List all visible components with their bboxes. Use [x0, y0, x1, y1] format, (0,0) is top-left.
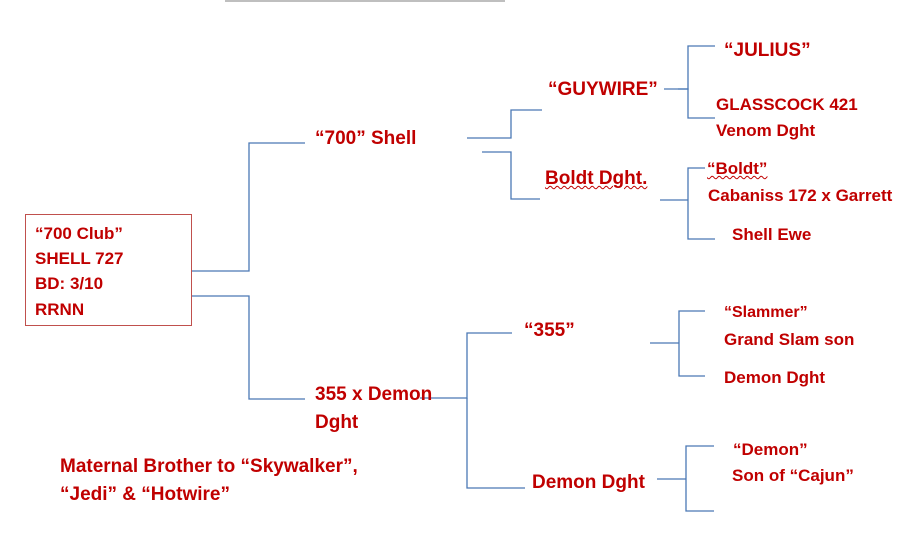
maternal-grandsire-label: “355” [524, 320, 575, 341]
root-name: “700 Club” [35, 224, 123, 243]
connector-demon-sire [685, 445, 714, 479]
great-granddam-line-1: GLASSCOCK 421 [716, 95, 858, 114]
boldt-sire-name: “Boldt” [707, 159, 768, 178]
connector-dam-355 [420, 332, 512, 399]
paternal-grandsire-label: “GUYWIRE” [548, 79, 658, 100]
demon-line-1: “Demon” [733, 440, 808, 459]
root-animal-box: “700 Club” SHELL 727 BD: 3/10 RRNN [25, 214, 192, 326]
paternal-granddam-text: Boldt Dght. [545, 168, 648, 189]
maternal-grandsire-dam-label: Demon Dght [724, 368, 826, 387]
boldt-sire-line-2: Cabaniss 172 x Garrett [708, 186, 893, 205]
boldt-dam-label: Shell Ewe [732, 225, 812, 244]
connector-guywire-julius [664, 45, 715, 90]
slammer-line-1: “Slammer” [724, 304, 808, 321]
dam-label-line-2: Dght [315, 412, 359, 433]
paternal-granddam-label: Boldt Dght. [545, 168, 647, 190]
great-granddam-line-2: Venom Dght [716, 121, 816, 140]
connector-355-sire [678, 310, 705, 343]
connector-boldt-sire [687, 167, 705, 200]
great-grandsire-julius: “JULIUS” [724, 40, 811, 61]
connector-shell-boldt [482, 151, 540, 200]
connector-dam-demon [466, 398, 525, 489]
connector-shell-guywire [467, 109, 542, 139]
connector-demon-dam [685, 479, 714, 512]
sire-label: “700” Shell [315, 128, 417, 149]
slammer-line-2: Grand Slam son [724, 330, 855, 349]
maternal-granddam-label: Demon Dght [532, 472, 645, 493]
note-line-2: “Jedi” & “Hotwire” [60, 484, 230, 505]
boldt-sire-line-1: “Boldt” [707, 159, 767, 179]
connector-guywire-glasscock [678, 88, 715, 119]
connector-root-sire [192, 142, 305, 272]
connector-boldt-dam [687, 200, 715, 240]
connector-root-dam [192, 295, 305, 400]
root-tag: SHELL 727 [35, 249, 124, 268]
dam-label-line-1: 355 x Demon [315, 384, 433, 405]
root-birth-date: BD: 3/10 [35, 274, 104, 293]
demon-line-2: Son of “Cajun” [732, 466, 854, 485]
connector-355-dam [678, 343, 705, 377]
root-genotype: RRNN [35, 300, 85, 319]
note-line-1: Maternal Brother to “Skywalker”, [60, 456, 358, 477]
